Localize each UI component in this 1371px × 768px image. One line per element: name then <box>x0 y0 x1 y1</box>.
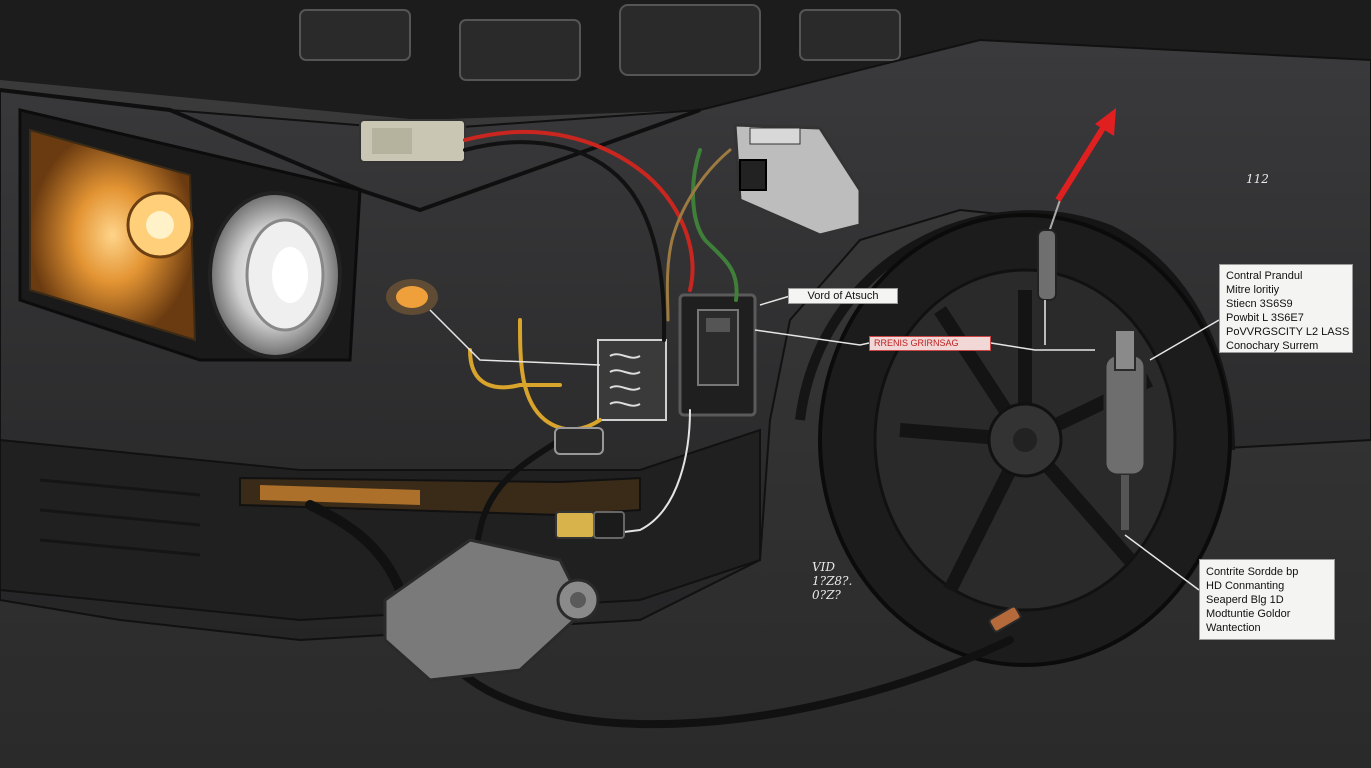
wheel-icon <box>818 213 1232 667</box>
projector-lens-icon <box>208 191 342 359</box>
motor-pump-icon <box>383 538 600 682</box>
turn-signal-icon <box>386 279 438 315</box>
ground-clamp-icon <box>988 605 1022 633</box>
red-strip-label: RRENIS GRIRNSAG GREEN <box>869 336 991 351</box>
note-line: 1?Z8?. <box>812 574 853 588</box>
callout-line: Modtuntie Goldor <box>1206 608 1291 620</box>
harness-connector-icon <box>359 119 466 163</box>
callout-line: Contrite Sordde bp <box>1206 566 1299 578</box>
fog-light-strip <box>239 476 641 517</box>
callout-line: Mitre loritiy <box>1226 284 1280 296</box>
shock-absorber-icon <box>1103 329 1147 530</box>
leader-lines <box>429 295 1220 591</box>
sensor-callout: Contrite Sordde bp HD Conmanting Seaperd… <box>1199 559 1335 640</box>
lower-grille <box>0 428 761 622</box>
ecu-module-icon <box>678 293 757 417</box>
engine-components <box>299 4 901 81</box>
grille-slats <box>39 478 201 557</box>
callout-line: Seaperd Blg 1D <box>1206 594 1284 606</box>
note-line: 0?Z? <box>812 588 841 602</box>
callout-line: PoVVRGSCITY L2 LASS <box>1226 326 1350 338</box>
inline-connector-icon <box>554 427 625 539</box>
callout-line: Stiecn 3S6S9 <box>1226 298 1293 310</box>
sensor-probe-icon <box>1037 199 1061 345</box>
fender-number: 112 <box>1246 172 1269 186</box>
callout-line: Powbit L 3S6E7 <box>1226 312 1304 324</box>
red-arrow-icon <box>1055 108 1116 202</box>
callout-line: Conochary Surrem <box>1226 340 1319 352</box>
note-line: VID <box>812 560 836 574</box>
module-label: Vord of Atsuch <box>788 288 898 304</box>
wiring-harness <box>305 129 1014 729</box>
relay-box-icon <box>733 123 862 237</box>
headlight-icon <box>29 128 197 342</box>
bumper-handwritten-note: VID 1?Z8?. 0?Z? <box>812 560 852 602</box>
control-panel-callout: Contral Prandul Mitre loritiy Stiecn 3S6… <box>1219 264 1353 353</box>
callout-line: Contral Prandul <box>1226 270 1303 282</box>
fuse-panel-icon <box>597 339 667 421</box>
callout-line: Wantection <box>1206 622 1261 634</box>
callout-line: HD Conmanting <box>1206 580 1285 592</box>
